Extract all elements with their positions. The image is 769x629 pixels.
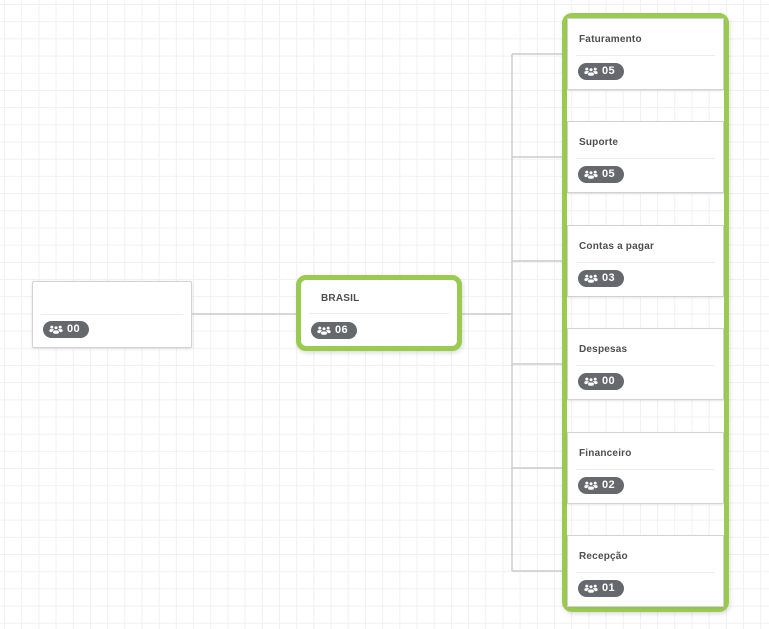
- node-divider: [576, 571, 715, 573]
- member-count-badge[interactable]: 00: [43, 321, 90, 338]
- people-group-icon: [317, 326, 331, 336]
- member-count-badge[interactable]: 05: [578, 63, 625, 80]
- people-group-icon: [584, 274, 598, 284]
- node-divider: [576, 158, 715, 160]
- member-count: 03: [602, 271, 616, 284]
- node-recepcao[interactable]: Recepção 01: [567, 534, 724, 607]
- node-title: Suporte: [579, 137, 619, 149]
- member-count-badge[interactable]: 02: [578, 476, 625, 494]
- node-title: Faturamento: [579, 34, 642, 45]
- people-group-icon: [584, 377, 598, 387]
- node-financeiro[interactable]: Financeiro 02: [567, 431, 724, 504]
- member-count: 05: [602, 168, 616, 181]
- node-root[interactable]: 00: [32, 281, 192, 348]
- people-group-icon: [584, 481, 598, 490]
- node-divider: [576, 468, 715, 470]
- node-divider: [576, 365, 715, 367]
- member-count-badge[interactable]: 00: [578, 373, 625, 391]
- member-count: 00: [67, 323, 81, 335]
- node-title: Contas a pagar: [579, 240, 655, 252]
- member-count: 02: [602, 478, 616, 491]
- node-title: Financeiro: [579, 447, 632, 459]
- member-count-badge[interactable]: 03: [578, 269, 625, 287]
- member-count: 05: [602, 65, 616, 77]
- member-count: 01: [602, 581, 616, 594]
- people-group-icon: [584, 584, 598, 594]
- node-despesas[interactable]: Despesas 00: [567, 328, 724, 401]
- node-title: Despesas: [579, 344, 628, 356]
- member-count-badge[interactable]: 06: [311, 322, 358, 339]
- people-group-icon: [584, 170, 598, 180]
- member-count: 00: [602, 375, 616, 388]
- node-divider: [576, 55, 715, 56]
- node-title: Recepção: [579, 550, 628, 562]
- node-divider: [576, 261, 715, 263]
- node-faturamento[interactable]: Faturamento 05: [567, 18, 724, 90]
- node-divider: [309, 313, 449, 314]
- children-group-highlight: Faturamento 05 Suporte: [562, 13, 729, 612]
- node-brasil[interactable]: BRASIL 06: [296, 275, 462, 351]
- member-count-badge[interactable]: 01: [578, 579, 625, 597]
- node-divider: [41, 314, 183, 315]
- member-count: 06: [335, 324, 349, 336]
- people-group-icon: [49, 325, 63, 335]
- node-title: BRASIL: [321, 293, 360, 304]
- node-contas-a-pagar[interactable]: Contas a pagar 03: [567, 224, 724, 297]
- people-group-icon: [584, 67, 598, 77]
- node-suporte[interactable]: Suporte 05: [567, 121, 724, 194]
- member-count-badge[interactable]: 05: [578, 166, 625, 184]
